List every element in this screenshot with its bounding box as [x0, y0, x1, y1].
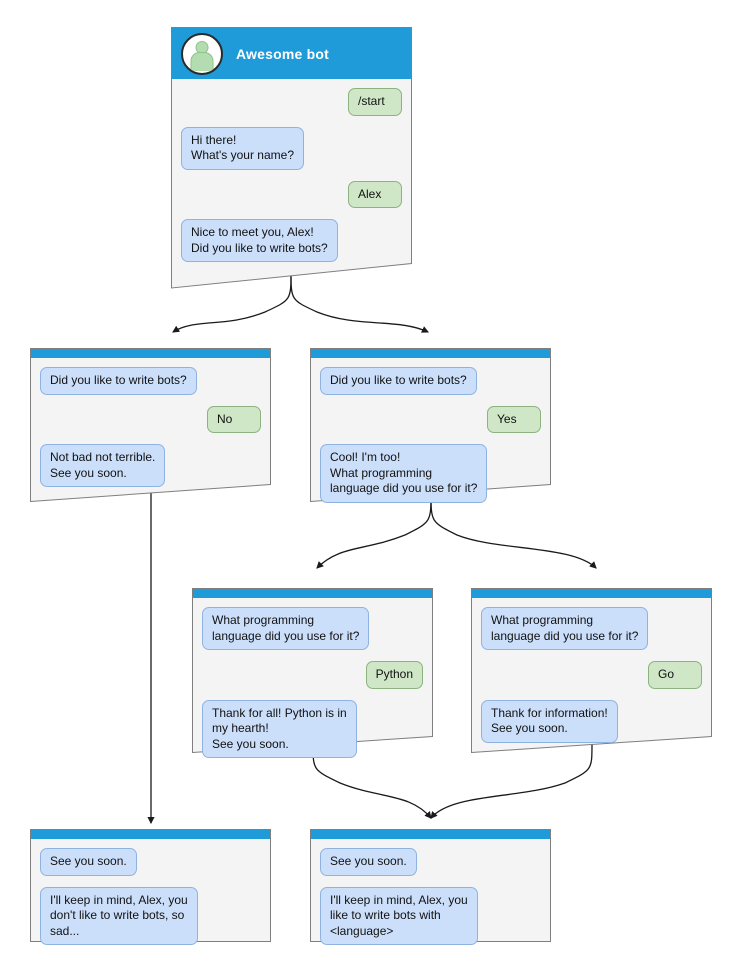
- message-bubble-bot[interactable]: See you soon.: [320, 848, 417, 876]
- person-avatar-icon: [181, 32, 223, 75]
- message-bubble-bot[interactable]: Not bad not terrible. See you soon.: [40, 444, 166, 487]
- message-bubble-user[interactable]: No: [207, 405, 261, 433]
- message-row: Did you like to write bots?: [40, 367, 261, 395]
- message-bubble-bot[interactable]: Thank for all! Python is in my hearth! S…: [202, 699, 357, 758]
- message-row: What programming language did you use fo…: [202, 607, 423, 650]
- message-bubble-user[interactable]: Yes: [487, 405, 541, 433]
- card-root-header: Awesome bot: [171, 27, 412, 79]
- message-row: Hi there! What's your name?: [181, 126, 402, 170]
- card-root-chat: /start Hi there! What's your name? Alex …: [171, 79, 412, 279]
- card-no-branch-chat: Did you like to write bots? No Not bad n…: [30, 358, 271, 504]
- card-root[interactable]: Awesome bot /start Hi there! What's your…: [171, 27, 412, 289]
- message-row: Python: [202, 661, 423, 689]
- card-end-no-chat: See you soon. I'll keep in mind, Alex, y…: [30, 839, 271, 962]
- message-row: Thank for all! Python is in my hearth! S…: [202, 699, 423, 758]
- card-end-yes-header: [310, 829, 551, 839]
- message-bubble-bot[interactable]: Did you like to write bots?: [320, 367, 477, 395]
- message-bubble-user[interactable]: Go: [648, 661, 702, 689]
- message-row: Cool! I'm too! What programming language…: [320, 444, 541, 503]
- message-row: See you soon.: [320, 848, 541, 876]
- message-bubble-user[interactable]: Alex: [348, 180, 402, 208]
- message-bubble-bot[interactable]: Hi there! What's your name?: [181, 126, 305, 170]
- message-row: Nice to meet you, Alex! Did you like to …: [181, 219, 402, 262]
- card-go-branch-chat: What programming language did you use fo…: [471, 598, 712, 760]
- message-bubble-bot[interactable]: What programming language did you use fo…: [202, 607, 370, 650]
- card-no-branch[interactable]: Did you like to write bots? No Not bad n…: [30, 348, 271, 502]
- message-row: Go: [481, 661, 702, 689]
- message-bubble-bot[interactable]: What programming language did you use fo…: [481, 607, 649, 650]
- card-yes-branch-header: [310, 348, 551, 358]
- message-row: What programming language did you use fo…: [481, 607, 702, 650]
- message-bubble-bot[interactable]: Nice to meet you, Alex! Did you like to …: [181, 219, 338, 262]
- message-bubble-user[interactable]: Python: [365, 661, 423, 689]
- message-bubble-bot[interactable]: Thank for information! See you soon.: [481, 699, 618, 743]
- message-row: Not bad not terrible. See you soon.: [40, 444, 261, 487]
- card-python-branch-chat: What programming language did you use fo…: [192, 598, 433, 775]
- message-bubble-user[interactable]: /start: [348, 88, 402, 116]
- message-row: I'll keep in mind, Alex, you like to wri…: [320, 886, 541, 945]
- avatar-torso: [190, 51, 214, 71]
- card-no-branch-header: [30, 348, 271, 358]
- message-row: No: [40, 405, 261, 433]
- card-python-branch[interactable]: What programming language did you use fo…: [192, 588, 433, 758]
- message-row: I'll keep in mind, Alex, you don't like …: [40, 886, 261, 945]
- message-bubble-bot[interactable]: Cool! I'm too! What programming language…: [320, 444, 488, 503]
- message-row: Alex: [181, 180, 402, 208]
- card-go-branch-header: [471, 588, 712, 598]
- card-end-no-header: [30, 829, 271, 839]
- message-row: Did you like to write bots?: [320, 367, 541, 395]
- card-end-yes[interactable]: See you soon. I'll keep in mind, Alex, y…: [310, 829, 551, 945]
- card-yes-branch-chat: Did you like to write bots? Yes Cool! I'…: [310, 358, 551, 520]
- message-row: See you soon.: [40, 848, 261, 876]
- message-bubble-bot[interactable]: I'll keep in mind, Alex, you like to wri…: [320, 886, 478, 945]
- message-bubble-bot[interactable]: I'll keep in mind, Alex, you don't like …: [40, 886, 198, 945]
- message-bubble-bot[interactable]: Did you like to write bots?: [40, 367, 197, 395]
- message-row: Thank for information! See you soon.: [481, 699, 702, 743]
- card-yes-branch[interactable]: Did you like to write bots? Yes Cool! I'…: [310, 348, 551, 503]
- card-python-branch-header: [192, 588, 433, 598]
- message-row: /start: [181, 88, 402, 116]
- message-bubble-bot[interactable]: See you soon.: [40, 848, 137, 876]
- message-row: Yes: [320, 405, 541, 433]
- bot-title: Awesome bot: [236, 45, 329, 62]
- card-go-branch[interactable]: What programming language did you use fo…: [471, 588, 712, 753]
- card-end-yes-chat: See you soon. I'll keep in mind, Alex, y…: [310, 839, 551, 962]
- card-end-no[interactable]: See you soon. I'll keep in mind, Alex, y…: [30, 829, 271, 945]
